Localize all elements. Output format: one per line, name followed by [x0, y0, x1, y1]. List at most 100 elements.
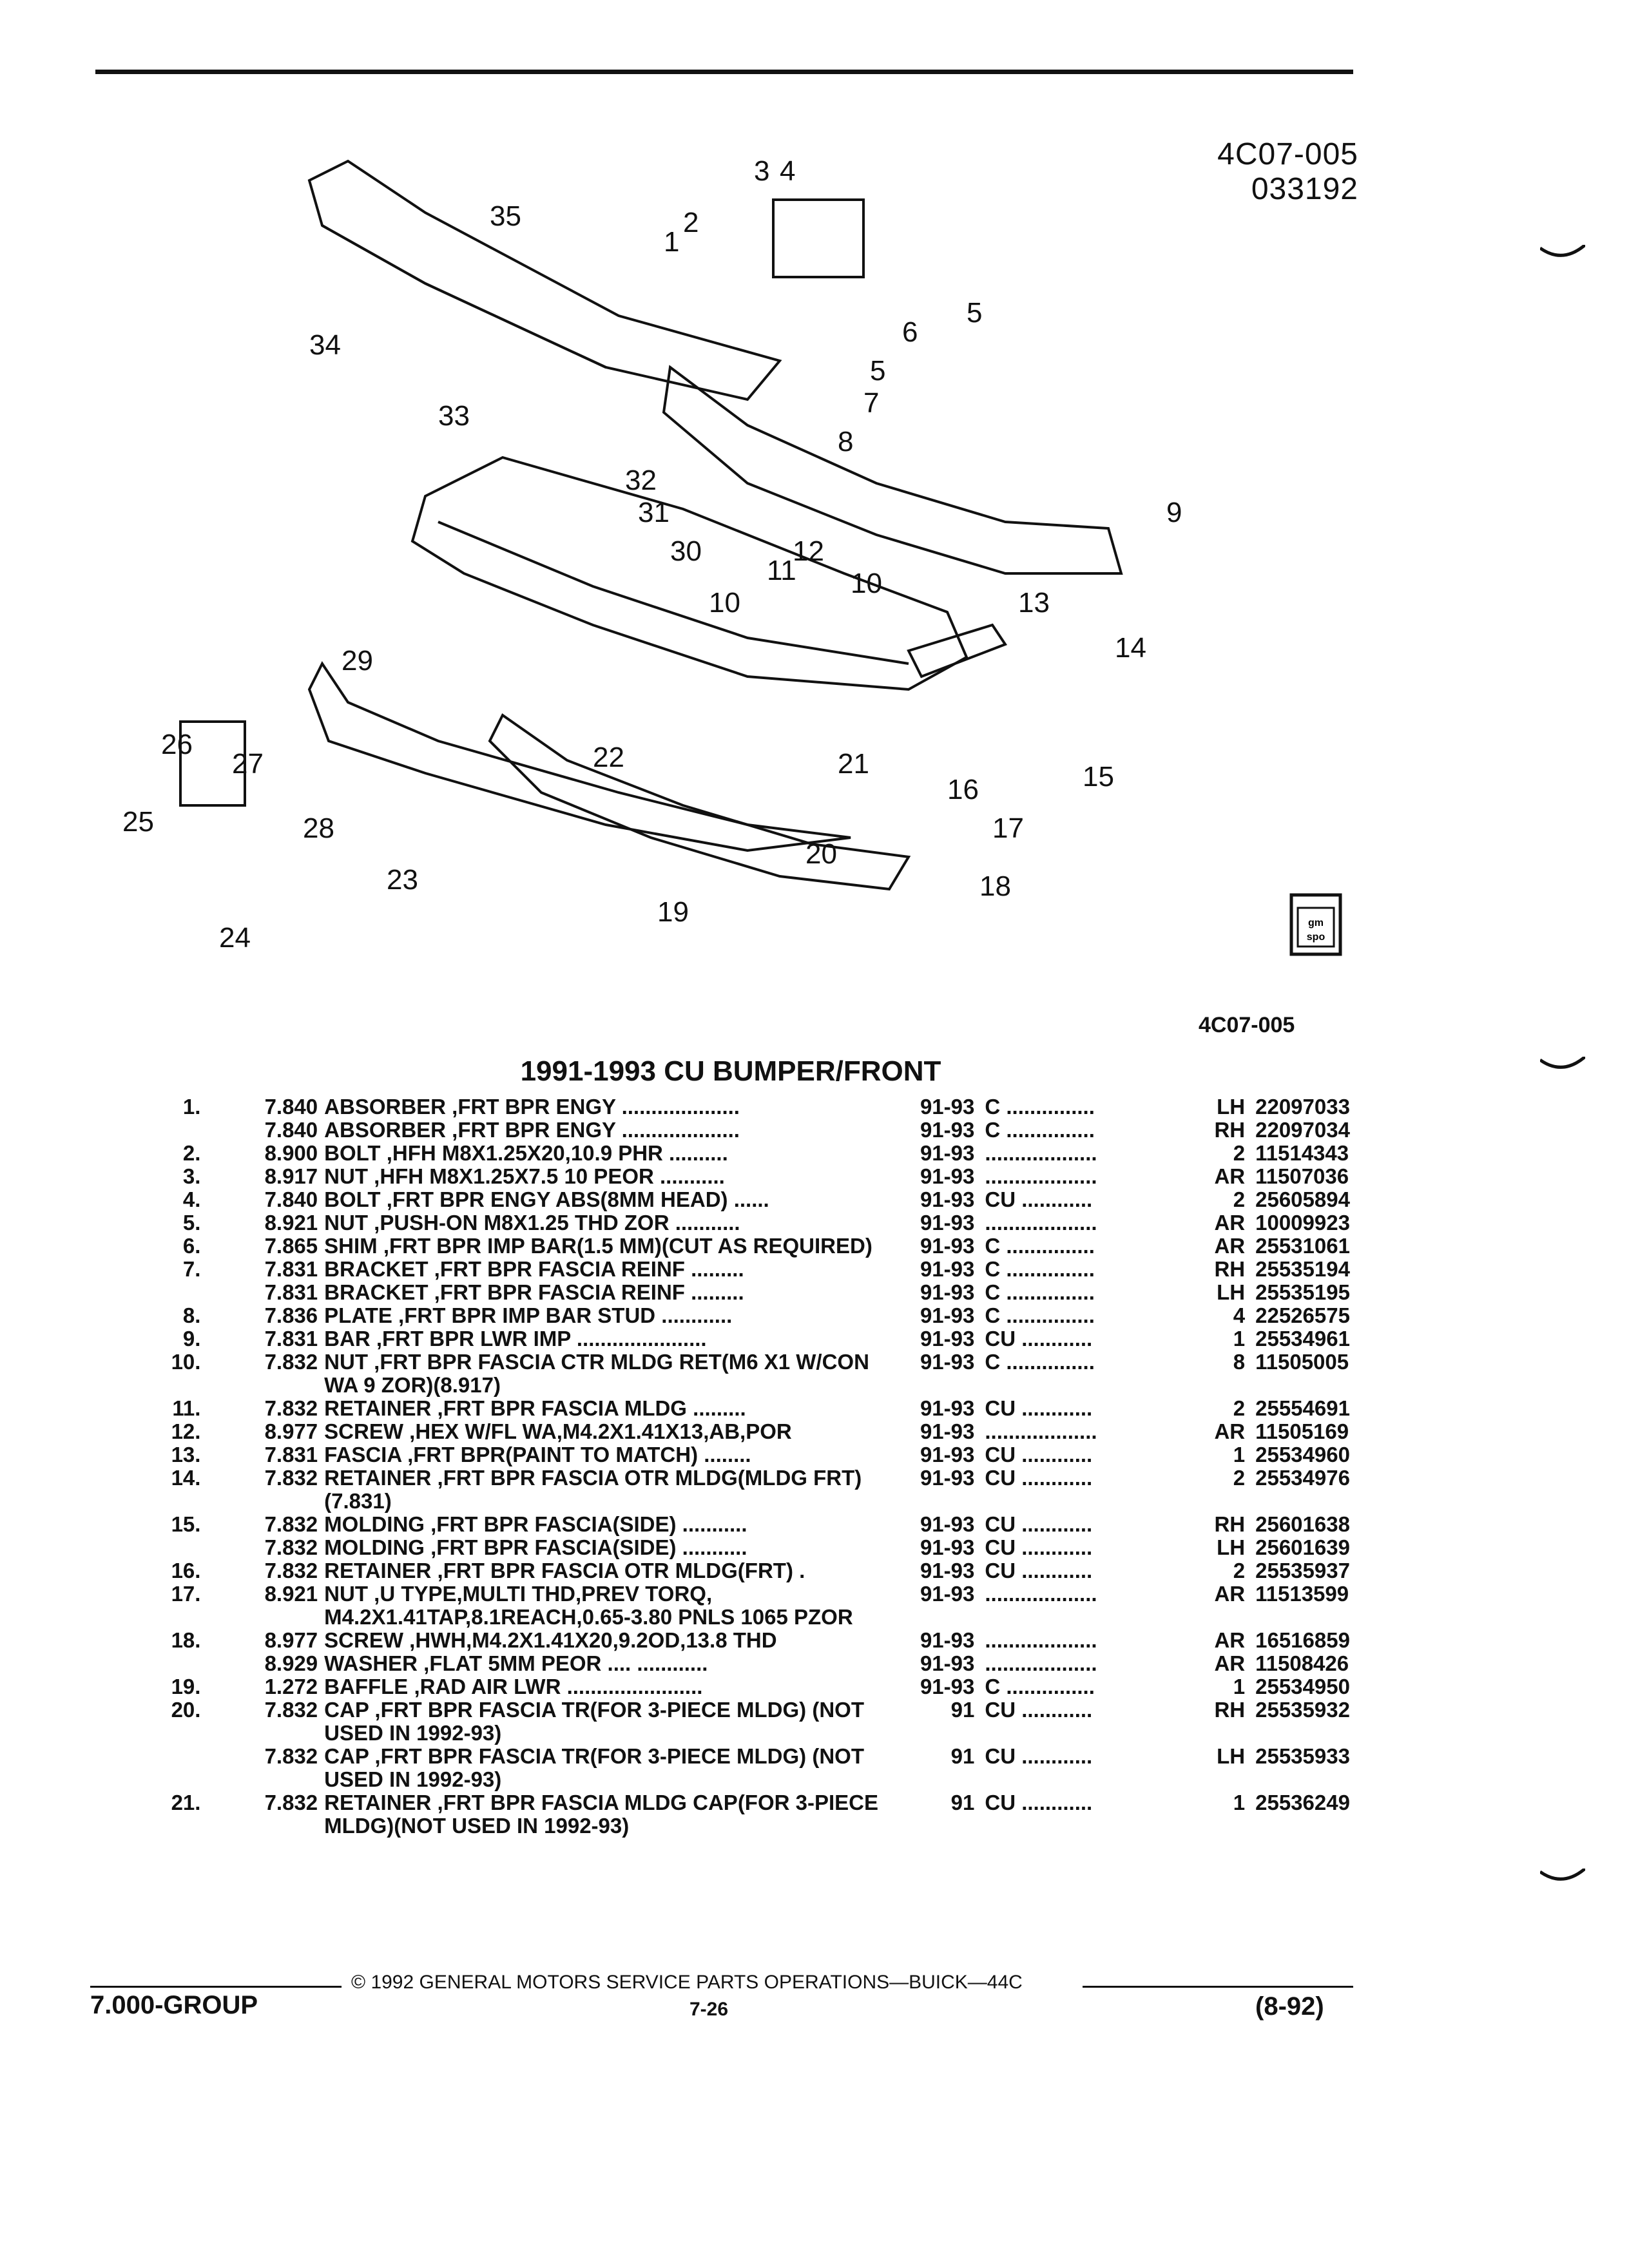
quantity: RH — [1214, 1698, 1246, 1722]
part-description: CAP ,FRT BPR FASCIA TR(FOR 3-PIECE MLDG)… — [324, 1744, 864, 1791]
part-number-index: 20. — [171, 1698, 201, 1722]
quantity: RH — [1214, 1512, 1246, 1536]
part-description: BOLT ,FRT BPR ENGY ABS(8MM HEAD) ...... — [324, 1187, 769, 1211]
quantity: AR — [1214, 1419, 1246, 1443]
footer-rule-right — [1083, 1986, 1353, 1988]
margin-hole-mark — [1540, 1869, 1585, 1881]
part-description: NUT ,PUSH-ON M8X1.25 THD ZOR ........... — [324, 1211, 740, 1235]
model-years: 91-93 — [920, 1095, 975, 1119]
model-years: 91-93 — [920, 1118, 975, 1142]
svg-text:22: 22 — [593, 742, 624, 773]
group-code: 8.921 — [264, 1582, 318, 1606]
model-years: 91-93 — [920, 1582, 975, 1606]
svg-text:5: 5 — [967, 297, 982, 329]
quantity: 1 — [1233, 1675, 1246, 1698]
model-years: 91-93 — [920, 1675, 975, 1698]
part-number-index — [97, 1652, 200, 1675]
group-code: 8.977 — [264, 1628, 318, 1652]
margin-hole-mark — [1540, 1057, 1585, 1069]
series: ................... — [985, 1164, 1097, 1188]
svg-text:28: 28 — [303, 812, 334, 844]
part-number: 22097033 — [1255, 1095, 1350, 1119]
part-number-index: 8. — [182, 1303, 201, 1327]
svg-text:30: 30 — [670, 535, 702, 567]
part-number-index: 17. — [171, 1582, 201, 1606]
lower-baffle — [488, 713, 911, 891]
model-years: 91-93 — [920, 1187, 975, 1211]
group-code: 7.831 — [264, 1327, 318, 1350]
series: CU ............ — [985, 1396, 1093, 1420]
model-years: 91-93 — [920, 1396, 975, 1420]
part-description: BRACKET ,FRT BPR FASCIA REINF ......... — [324, 1280, 744, 1304]
svg-text:6: 6 — [902, 316, 918, 348]
part-number: 22097034 — [1255, 1118, 1350, 1142]
group-code: 7.831 — [264, 1280, 318, 1304]
part-number-index — [97, 1536, 200, 1559]
series: CU ............ — [985, 1466, 1093, 1490]
part-description: NUT ,FRT BPR FASCIA CTR MLDG RET(M6 X1 W… — [324, 1350, 869, 1397]
series: ................... — [985, 1141, 1097, 1165]
svg-text:25: 25 — [122, 806, 154, 838]
part-number: 25535195 — [1255, 1280, 1350, 1304]
quantity: AR — [1214, 1211, 1246, 1235]
part-number-index: 5. — [182, 1211, 201, 1235]
svg-text:5: 5 — [870, 355, 885, 387]
series: CU ............ — [985, 1698, 1093, 1722]
model-years: 91 — [950, 1698, 975, 1722]
group-code: 7.832 — [264, 1559, 318, 1582]
svg-text:8: 8 — [838, 426, 853, 457]
group-code: 8.917 — [264, 1164, 318, 1188]
side-molding — [907, 623, 1008, 678]
model-years: 91-93 — [920, 1466, 975, 1490]
quantity: AR — [1214, 1164, 1246, 1188]
part-number-index: 13. — [171, 1443, 201, 1466]
series: CU ............ — [985, 1535, 1093, 1559]
svg-text:gm: gm — [1308, 918, 1324, 928]
part-number: 25554691 — [1255, 1396, 1350, 1420]
svg-text:16: 16 — [947, 774, 979, 805]
quantity: LH — [1217, 1280, 1246, 1304]
part-number-index: 18. — [171, 1628, 201, 1652]
model-years: 91-93 — [920, 1512, 975, 1536]
footer-group: 7.000-GROUP — [90, 1991, 258, 2019]
group-code: 7.840 — [264, 1095, 318, 1119]
part-number: 25605894 — [1255, 1187, 1350, 1211]
part-number: 25531061 — [1255, 1234, 1350, 1258]
part-description: RETAINER ,FRT BPR FASCIA OTR MLDG(FRT) . — [324, 1559, 805, 1582]
model-years: 91-93 — [920, 1211, 975, 1235]
group-code: 8.929 — [264, 1651, 318, 1675]
svg-text:1: 1 — [664, 226, 679, 258]
svg-text:2: 2 — [683, 207, 699, 238]
part-description: FASCIA ,FRT BPR(PAINT TO MATCH) ........ — [324, 1443, 751, 1466]
quantity: 2 — [1233, 1559, 1246, 1582]
absorber-beam — [307, 159, 782, 401]
model-years: 91-93 — [920, 1164, 975, 1188]
quantity: 2 — [1233, 1396, 1246, 1420]
quantity: LH — [1217, 1535, 1246, 1559]
model-years: 91-93 — [920, 1419, 975, 1443]
part-number: 25601638 — [1255, 1512, 1350, 1536]
quantity: 1 — [1233, 1791, 1246, 1814]
svg-text:3: 3 — [754, 155, 769, 187]
series: C ............... — [985, 1118, 1095, 1142]
svg-text:29: 29 — [342, 645, 373, 677]
top-rule — [95, 70, 1353, 74]
model-years: 91-93 — [920, 1628, 975, 1652]
part-description: SCREW ,HWH,M4.2X1.41X20,9.2OD,13.8 THD — [324, 1628, 777, 1652]
svg-text:27: 27 — [232, 748, 264, 780]
svg-text:33: 33 — [438, 400, 470, 432]
group-code: 7.832 — [264, 1744, 318, 1768]
series: CU ............ — [985, 1327, 1093, 1350]
model-years: 91-93 — [920, 1303, 975, 1327]
part-number-index: 21. — [171, 1791, 201, 1814]
